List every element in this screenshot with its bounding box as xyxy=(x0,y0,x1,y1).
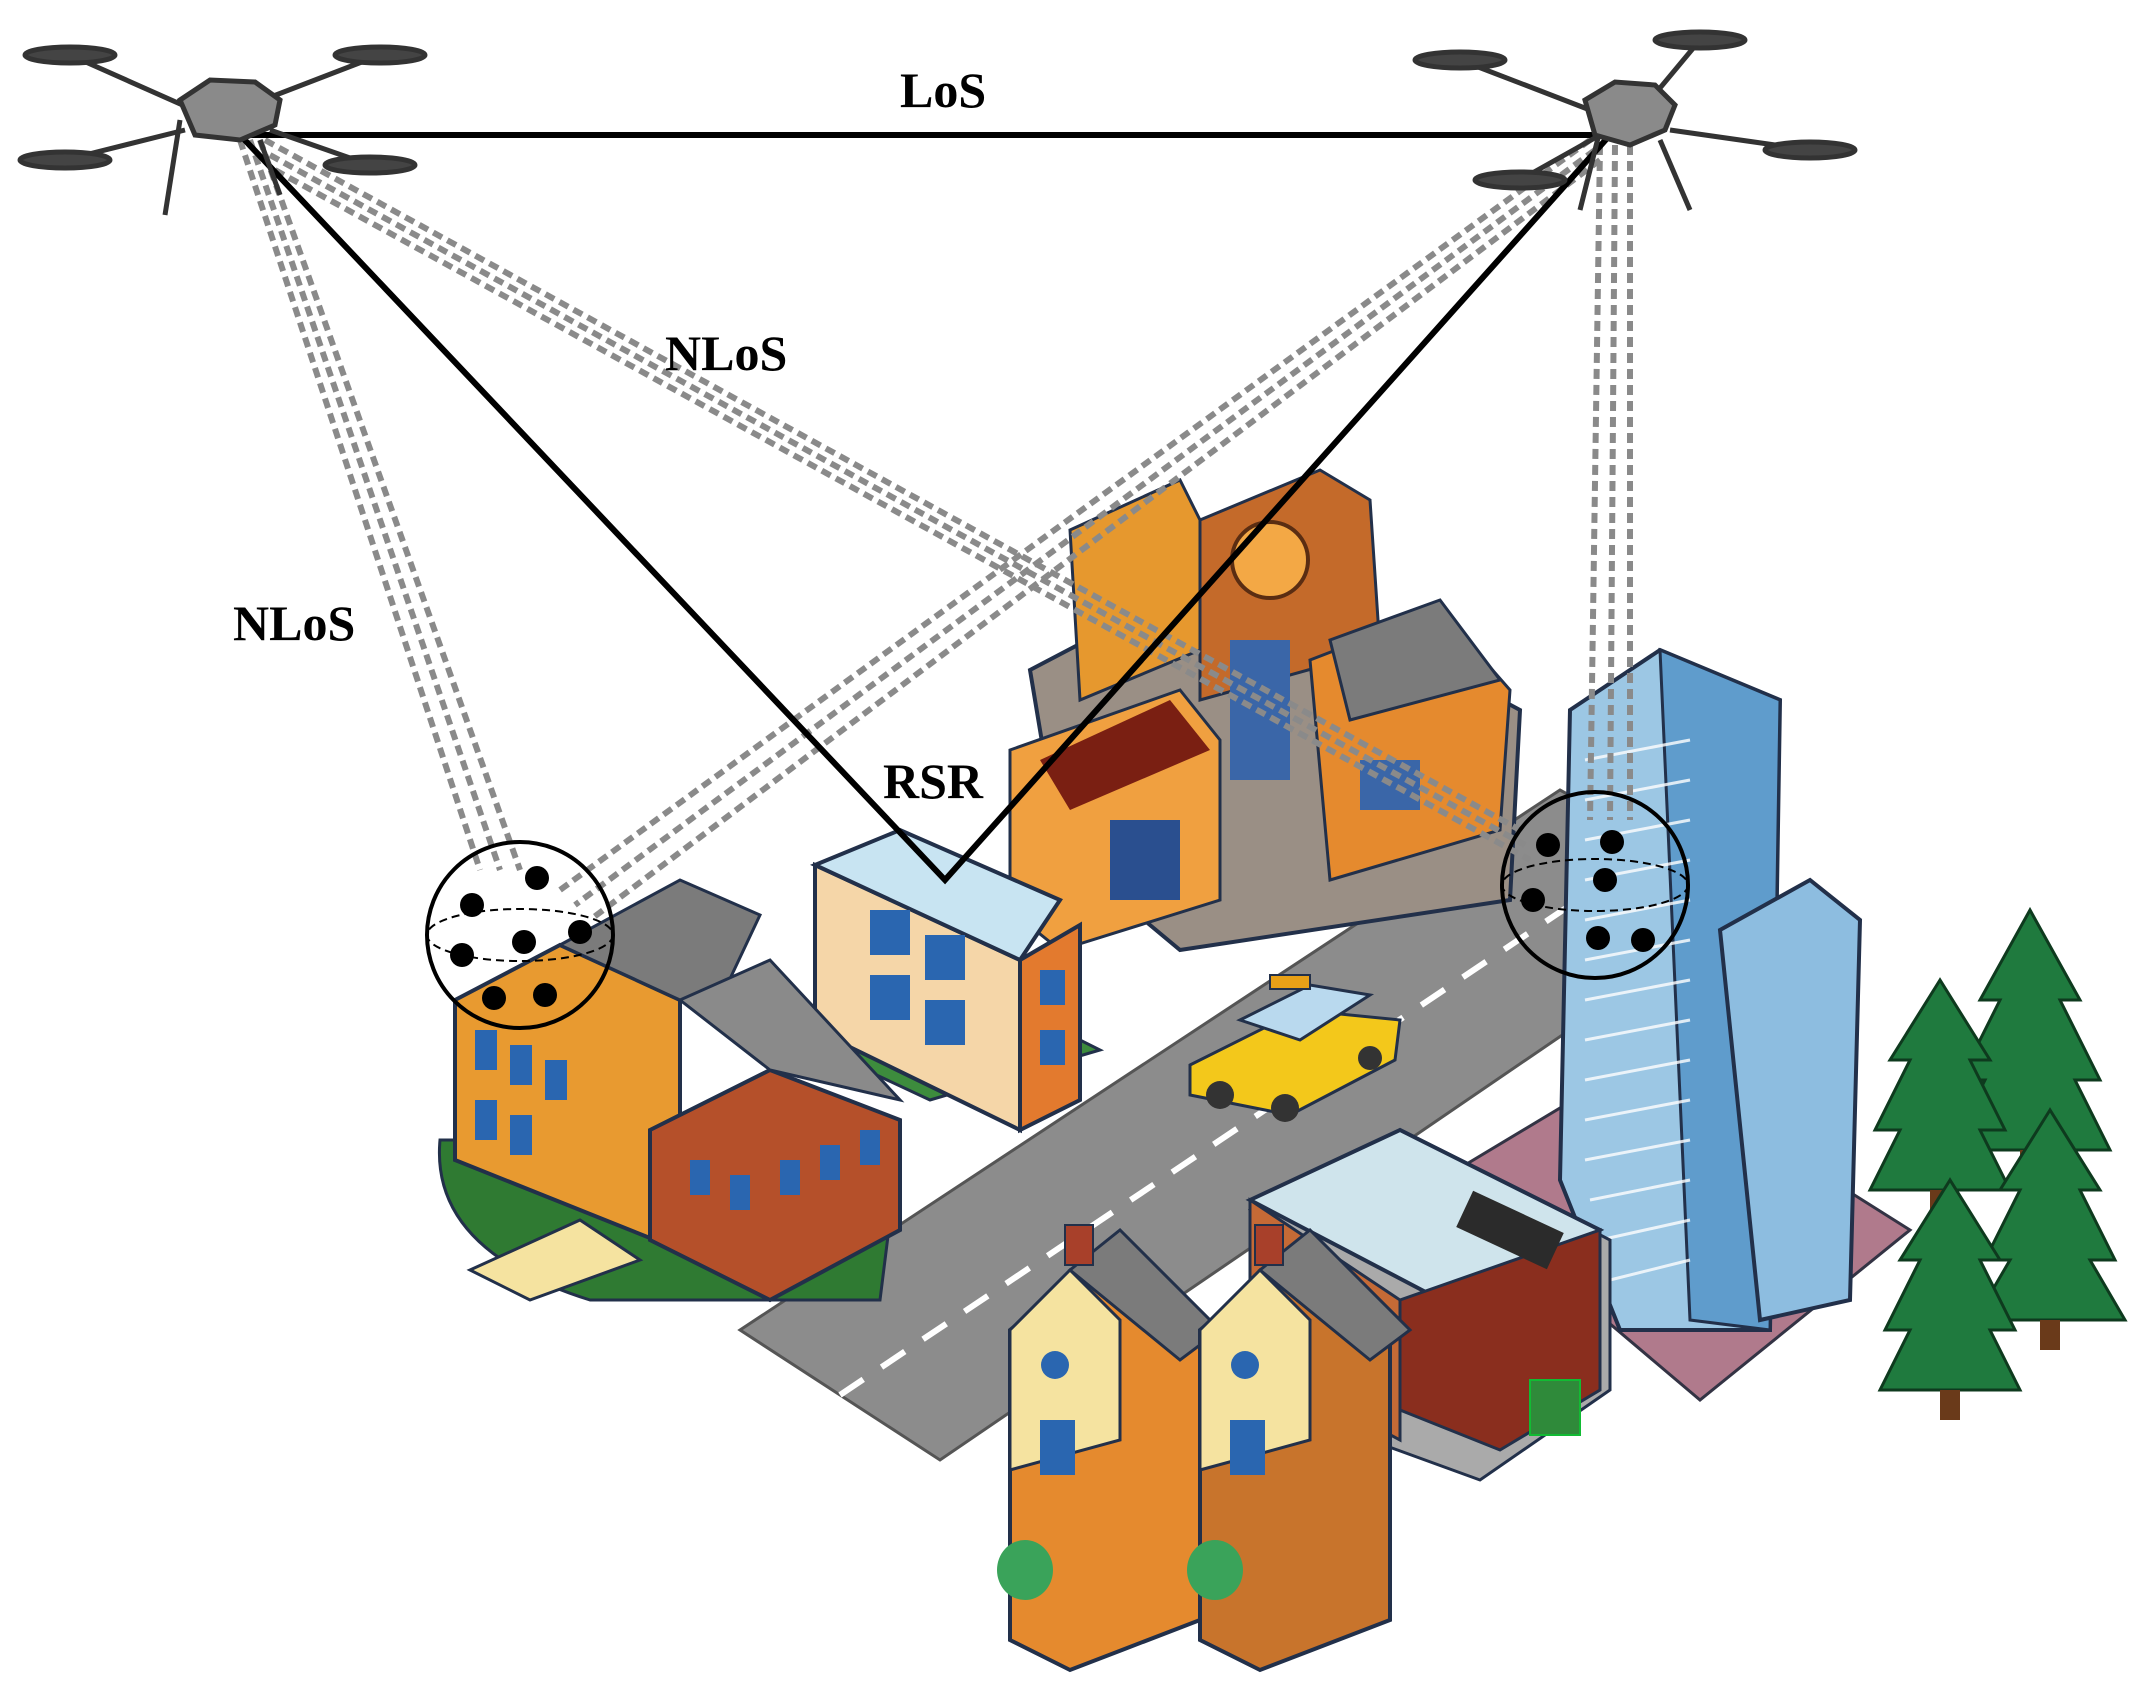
user-cluster-left xyxy=(425,840,615,1030)
user-dot xyxy=(512,930,536,954)
los-link-via-rsr xyxy=(237,132,1613,885)
nlos-label-left: NLoS xyxy=(233,595,355,651)
user-dot xyxy=(450,943,474,967)
road-center-dashes xyxy=(838,842,1662,1398)
uav-right xyxy=(1412,29,1858,211)
user-dot xyxy=(568,920,592,944)
quadcopter-drone-icon xyxy=(1412,29,1858,211)
row-houses xyxy=(997,1224,1413,1673)
taxi-car-icon xyxy=(1188,974,1402,1122)
skyscraper xyxy=(1557,647,1863,1332)
user-dot xyxy=(525,866,549,890)
brick-building-left xyxy=(437,878,905,1303)
apartment-building xyxy=(775,827,1105,1134)
commercial-building xyxy=(1008,468,1523,953)
user-dot xyxy=(533,983,557,1007)
pine-tree-icon xyxy=(1877,1177,2023,1420)
pine-tree-icon xyxy=(1867,977,2013,1220)
user-dot xyxy=(482,986,506,1010)
user-dot xyxy=(1536,833,1560,857)
los-links xyxy=(237,132,1613,885)
trees xyxy=(1867,906,2128,1420)
rsr-label: RSR xyxy=(883,753,984,809)
los-label: LoS xyxy=(900,62,986,118)
user-cluster-right xyxy=(1500,790,1690,980)
nlos-label-upper: NLoS xyxy=(665,325,787,381)
nlos-links xyxy=(237,137,1633,923)
pine-tree-icon xyxy=(1972,1107,2128,1350)
user-dot xyxy=(1521,888,1545,912)
user-dot xyxy=(460,893,484,917)
user-dot xyxy=(1593,868,1617,892)
quadcopter-drone-icon xyxy=(17,44,428,216)
uav-left xyxy=(17,44,428,216)
user-dot xyxy=(1631,928,1655,952)
user-dot xyxy=(1586,926,1610,950)
cluster-equator xyxy=(426,908,614,962)
user-dot xyxy=(1600,830,1624,854)
cluster-equator xyxy=(1501,858,1689,912)
